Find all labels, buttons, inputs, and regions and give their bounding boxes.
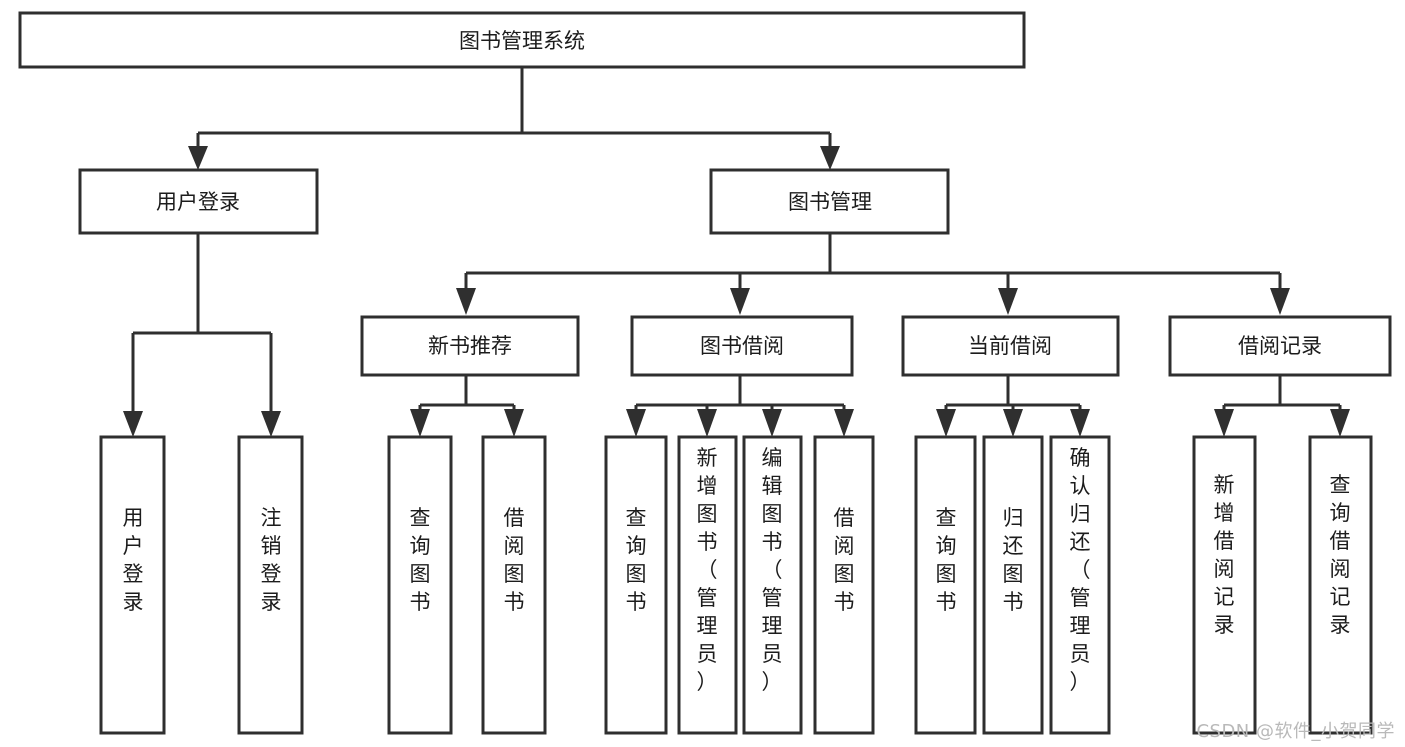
leaf-current-borrow-1-box[interactable]	[982, 435, 1044, 735]
leaf-book-borrow-0-box[interactable]	[604, 435, 668, 735]
node-user-login-label: 用户登录	[156, 190, 240, 214]
leaf-current-borrow-1[interactable]: 归还图书	[982, 435, 1044, 735]
arrow-head-current-borrow	[998, 288, 1018, 315]
node-current-borrow-label: 当前借阅	[968, 334, 1052, 358]
node-user-login-box[interactable]	[78, 168, 319, 235]
arrow-head-book-borrow-child-0	[626, 409, 646, 437]
node-borrow-record-label: 借阅记录	[1238, 334, 1322, 358]
arrow-head-current-borrow-child-1	[1003, 409, 1023, 437]
connector-group-book-borrow	[626, 375, 854, 437]
arrow-head-book-borrow-child-1	[697, 409, 717, 437]
node-borrow-record-box[interactable]	[1168, 315, 1392, 377]
leaf-new-book-0-box[interactable]	[387, 435, 453, 735]
arrow-head-book-manage	[820, 146, 840, 170]
arrow-head-new-book	[456, 288, 476, 315]
leaf-user-login-0[interactable]: 用户登录	[99, 435, 166, 735]
node-book-borrow-label: 图书借阅	[700, 334, 784, 358]
leaf-book-borrow-3[interactable]: 借阅图书	[813, 435, 875, 735]
arrow-head-borrow-record	[1270, 288, 1290, 315]
leaf-book-borrow-2-box[interactable]	[742, 435, 803, 735]
node-user-login[interactable]: 用户登录	[78, 168, 319, 235]
arrow-head-book-borrow-child-3	[834, 409, 854, 437]
node-book-manage-box[interactable]	[709, 168, 950, 235]
leaf-book-borrow-3-box[interactable]	[813, 435, 875, 735]
leaf-current-borrow-0-label: 查询图书	[936, 506, 957, 614]
node-root[interactable]: 图书管理系统	[18, 11, 1026, 69]
leaf-current-borrow-0[interactable]: 查询图书	[914, 435, 977, 735]
leaf-book-borrow-1-label: 新增图书（管理员）	[697, 446, 718, 694]
node-root-box[interactable]	[18, 11, 1026, 69]
leaf-borrow-record-1-label: 查询借阅记录	[1330, 473, 1351, 637]
arrow-head-new-book-child-1	[504, 409, 524, 437]
node-book-borrow-box[interactable]	[630, 315, 854, 377]
leaf-current-borrow-0-box[interactable]	[914, 435, 977, 735]
node-new-book-recommend-box[interactable]	[360, 315, 580, 377]
leaf-book-borrow-2-label: 编辑图书（管理员）	[762, 446, 783, 694]
connector-group-borrow-record	[1214, 375, 1350, 437]
leaf-current-borrow-1-label: 归还图书	[1003, 506, 1024, 614]
leaf-book-borrow-0[interactable]: 查询图书	[604, 435, 668, 735]
leaf-current-borrow-2[interactable]: 确认归还（管理员）	[1049, 435, 1111, 735]
leaf-new-book-1[interactable]: 借阅图书	[481, 435, 547, 735]
node-book-borrow[interactable]: 图书借阅	[630, 315, 854, 377]
leaf-borrow-record-0-label: 新增借阅记录	[1214, 473, 1235, 637]
arrow-head-borrow-record-child-1	[1330, 409, 1350, 437]
leaf-book-borrow-2[interactable]: 编辑图书（管理员）	[742, 435, 803, 735]
node-current-borrow[interactable]: 当前借阅	[901, 315, 1120, 377]
arrow-head-new-book-child-0	[410, 409, 430, 437]
leaf-new-book-1-label: 借阅图书	[504, 506, 525, 614]
leaf-new-book-1-box[interactable]	[481, 435, 547, 735]
node-root-label: 图书管理系统	[459, 29, 585, 53]
arrow-head-book-borrow	[730, 288, 750, 315]
leaf-book-borrow-0-label: 查询图书	[626, 506, 647, 614]
arrow-head-user-login	[188, 146, 208, 170]
leaf-borrow-record-0-box[interactable]	[1192, 435, 1257, 735]
node-new-book-recommend[interactable]: 新书推荐	[360, 315, 580, 377]
arrow-head-user-login-child-0	[123, 411, 143, 437]
leaf-user-login-0-box[interactable]	[99, 435, 166, 735]
node-book-manage[interactable]: 图书管理	[709, 168, 950, 235]
connector-group-user-login	[123, 233, 281, 437]
leaf-borrow-record-1[interactable]: 查询借阅记录	[1308, 435, 1373, 735]
leaf-book-borrow-1-box[interactable]	[677, 435, 738, 735]
leaf-book-borrow-1[interactable]: 新增图书（管理员）	[677, 435, 738, 735]
leaf-current-borrow-2-label: 确认归还（管理员）	[1070, 446, 1091, 694]
node-book-manage-label: 图书管理	[788, 190, 872, 214]
leaf-borrow-record-1-box[interactable]	[1308, 435, 1373, 735]
connector-group-new-book	[410, 375, 524, 437]
node-borrow-record[interactable]: 借阅记录	[1168, 315, 1392, 377]
arrow-head-borrow-record-child-0	[1214, 409, 1234, 437]
connector-group-root	[188, 67, 840, 170]
leaf-new-book-0-label: 查询图书	[410, 506, 431, 614]
leaf-user-login-1[interactable]: 注销登录	[237, 435, 304, 735]
arrow-head-current-borrow-child-2	[1070, 409, 1090, 437]
leaf-borrow-record-0[interactable]: 新增借阅记录	[1192, 435, 1257, 735]
leaf-new-book-0[interactable]: 查询图书	[387, 435, 453, 735]
node-current-borrow-box[interactable]	[901, 315, 1120, 377]
arrow-head-book-borrow-child-2	[762, 409, 782, 437]
node-new-book-recommend-label: 新书推荐	[428, 334, 512, 358]
arrow-head-user-login-child-1	[261, 411, 281, 437]
leaf-current-borrow-2-box[interactable]	[1049, 435, 1111, 735]
arrow-head-current-borrow-child-0	[936, 409, 956, 437]
leaf-user-login-0-label: 用户登录	[123, 506, 144, 614]
connector-group-current-borrow	[936, 375, 1090, 437]
leaf-user-login-1-box[interactable]	[237, 435, 304, 735]
leaf-book-borrow-3-label: 借阅图书	[834, 506, 855, 614]
connector-group-book-manage	[456, 233, 1290, 315]
leaf-user-login-1-label: 注销登录	[261, 506, 282, 614]
